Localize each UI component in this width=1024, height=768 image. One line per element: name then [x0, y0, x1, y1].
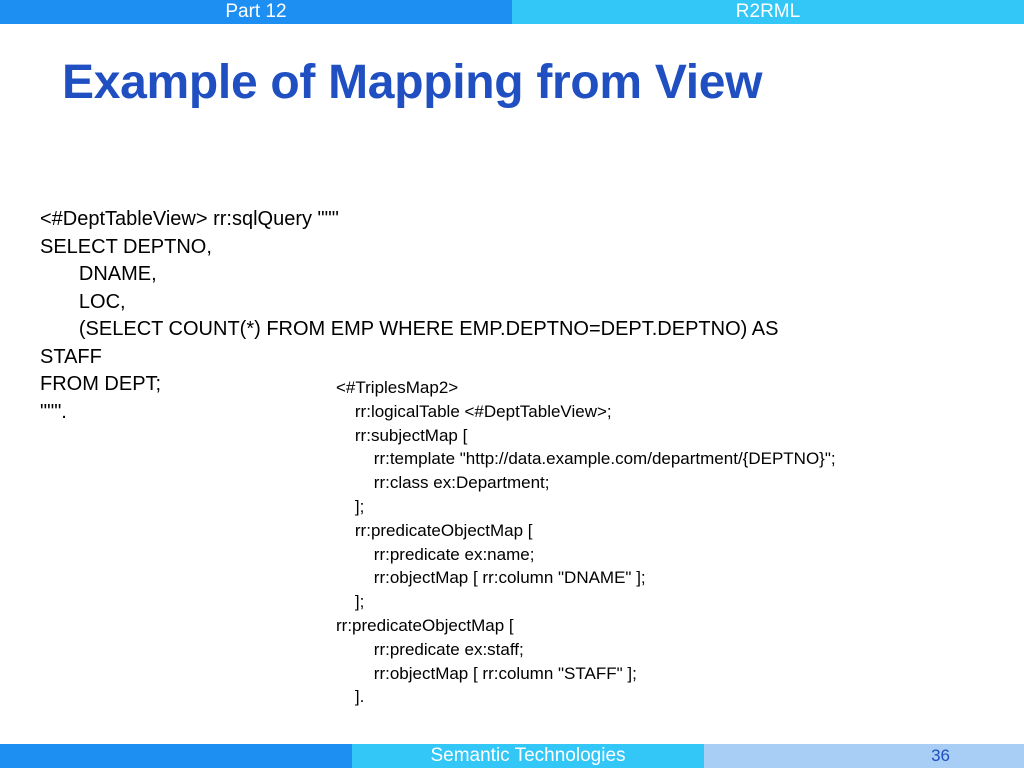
mapping-line: rr:objectMap [ rr:column "DNAME" ];: [336, 568, 646, 588]
sql-line: """.: [40, 400, 67, 423]
sql-line: SELECT DEPTNO,: [40, 235, 212, 258]
mapping-line: rr:objectMap [ rr:column "STAFF" ];: [336, 663, 637, 683]
mapping-line: rr:predicate ex:staff;: [336, 639, 524, 659]
topic-label: R2RML: [512, 0, 1024, 24]
mapping-line: rr:logicalTable <#DeptTableView>;: [336, 401, 612, 421]
bottom-bar: Semantic Technologies 36: [0, 744, 1024, 768]
sql-line: FROM DEPT;: [40, 373, 162, 395]
mapping-line: rr:predicateObjectMap [: [336, 615, 514, 635]
triples-map-block: <#TriplesMap2> rr:logicalTable <#DeptTab…: [336, 376, 836, 709]
mapping-line: ].: [336, 687, 365, 707]
course-label: Semantic Technologies: [352, 744, 704, 768]
mapping-line: rr:predicateObjectMap [: [336, 520, 533, 540]
footer-segment-left: [0, 744, 352, 768]
sql-line: DNAME,: [40, 263, 157, 285]
sql-query-block: <#DeptTableView> rr:sqlQuery """ SELECT …: [40, 206, 778, 426]
mapping-line: rr:template "http://data.example.com/dep…: [336, 449, 836, 469]
page-number: 36: [931, 746, 950, 765]
page-number-segment: 36: [704, 744, 1024, 768]
slide-title: Example of Mapping from View: [62, 56, 763, 109]
sql-line: <#DeptTableView> rr:sqlQuery """: [40, 208, 339, 230]
part-label: Part 12: [0, 0, 512, 24]
mapping-line: ];: [336, 592, 365, 612]
mapping-line: rr:predicate ex:name;: [336, 544, 535, 564]
mapping-line: rr:subjectMap [: [336, 425, 468, 445]
mapping-line: rr:class ex:Department;: [336, 473, 550, 493]
sql-line: (SELECT COUNT(*) FROM EMP WHERE EMP.DEPT…: [40, 318, 779, 340]
sql-line: STAFF: [40, 345, 102, 368]
mapping-line: <#TriplesMap2>: [336, 378, 459, 397]
top-bar: Part 12 R2RML: [0, 0, 1024, 24]
mapping-line: ];: [336, 496, 365, 516]
sql-line: LOC,: [40, 290, 126, 313]
